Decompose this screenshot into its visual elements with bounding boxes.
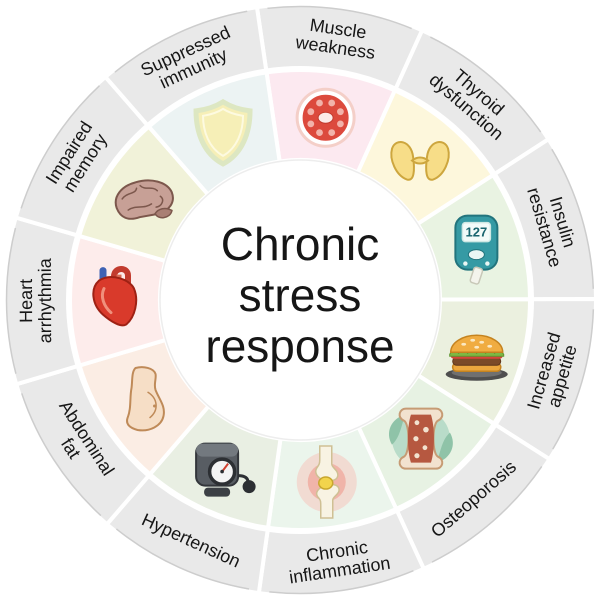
segment-increased-appetite-rim bbox=[552, 309, 595, 450]
segment-osteoporosis-rim bbox=[431, 466, 543, 563]
brain-icon bbox=[114, 179, 174, 220]
bone-icon bbox=[389, 407, 453, 470]
segment-impaired-memory-rim bbox=[20, 85, 101, 209]
bp-monitor-icon bbox=[195, 442, 256, 497]
center-circle bbox=[159, 159, 441, 441]
glucometer-reading: 127 bbox=[466, 225, 488, 240]
segment-heart-arrhythmia-label: Heartarrhythmia bbox=[16, 257, 55, 343]
segment-insulin-resistance-rim bbox=[551, 148, 595, 289]
center-title-line-1: Chronic bbox=[221, 218, 380, 270]
shield-icon bbox=[193, 98, 253, 167]
burger-icon bbox=[445, 334, 508, 381]
segment-thyroid-dysfunction-rim bbox=[429, 36, 542, 133]
segment-heart-arrhythmia-rim bbox=[5, 227, 17, 374]
segment-chronic-inflammation-rim bbox=[269, 570, 414, 595]
knee-icon bbox=[296, 445, 357, 519]
segment-abdominal-fat-rim bbox=[21, 393, 102, 517]
heart-icon bbox=[92, 265, 138, 327]
thyroid-icon bbox=[390, 141, 450, 181]
segment-muscle-weakness-rim bbox=[267, 5, 412, 30]
glucometer-icon: 127 bbox=[454, 214, 499, 285]
muscle-icon bbox=[295, 87, 356, 148]
center-title-line-2: stress bbox=[239, 269, 362, 321]
center-title-line-3: response bbox=[205, 320, 394, 372]
segment-hypertension-rim bbox=[115, 528, 250, 590]
torso-icon bbox=[126, 366, 165, 432]
segment-suppressed-immunity-rim bbox=[114, 10, 248, 73]
